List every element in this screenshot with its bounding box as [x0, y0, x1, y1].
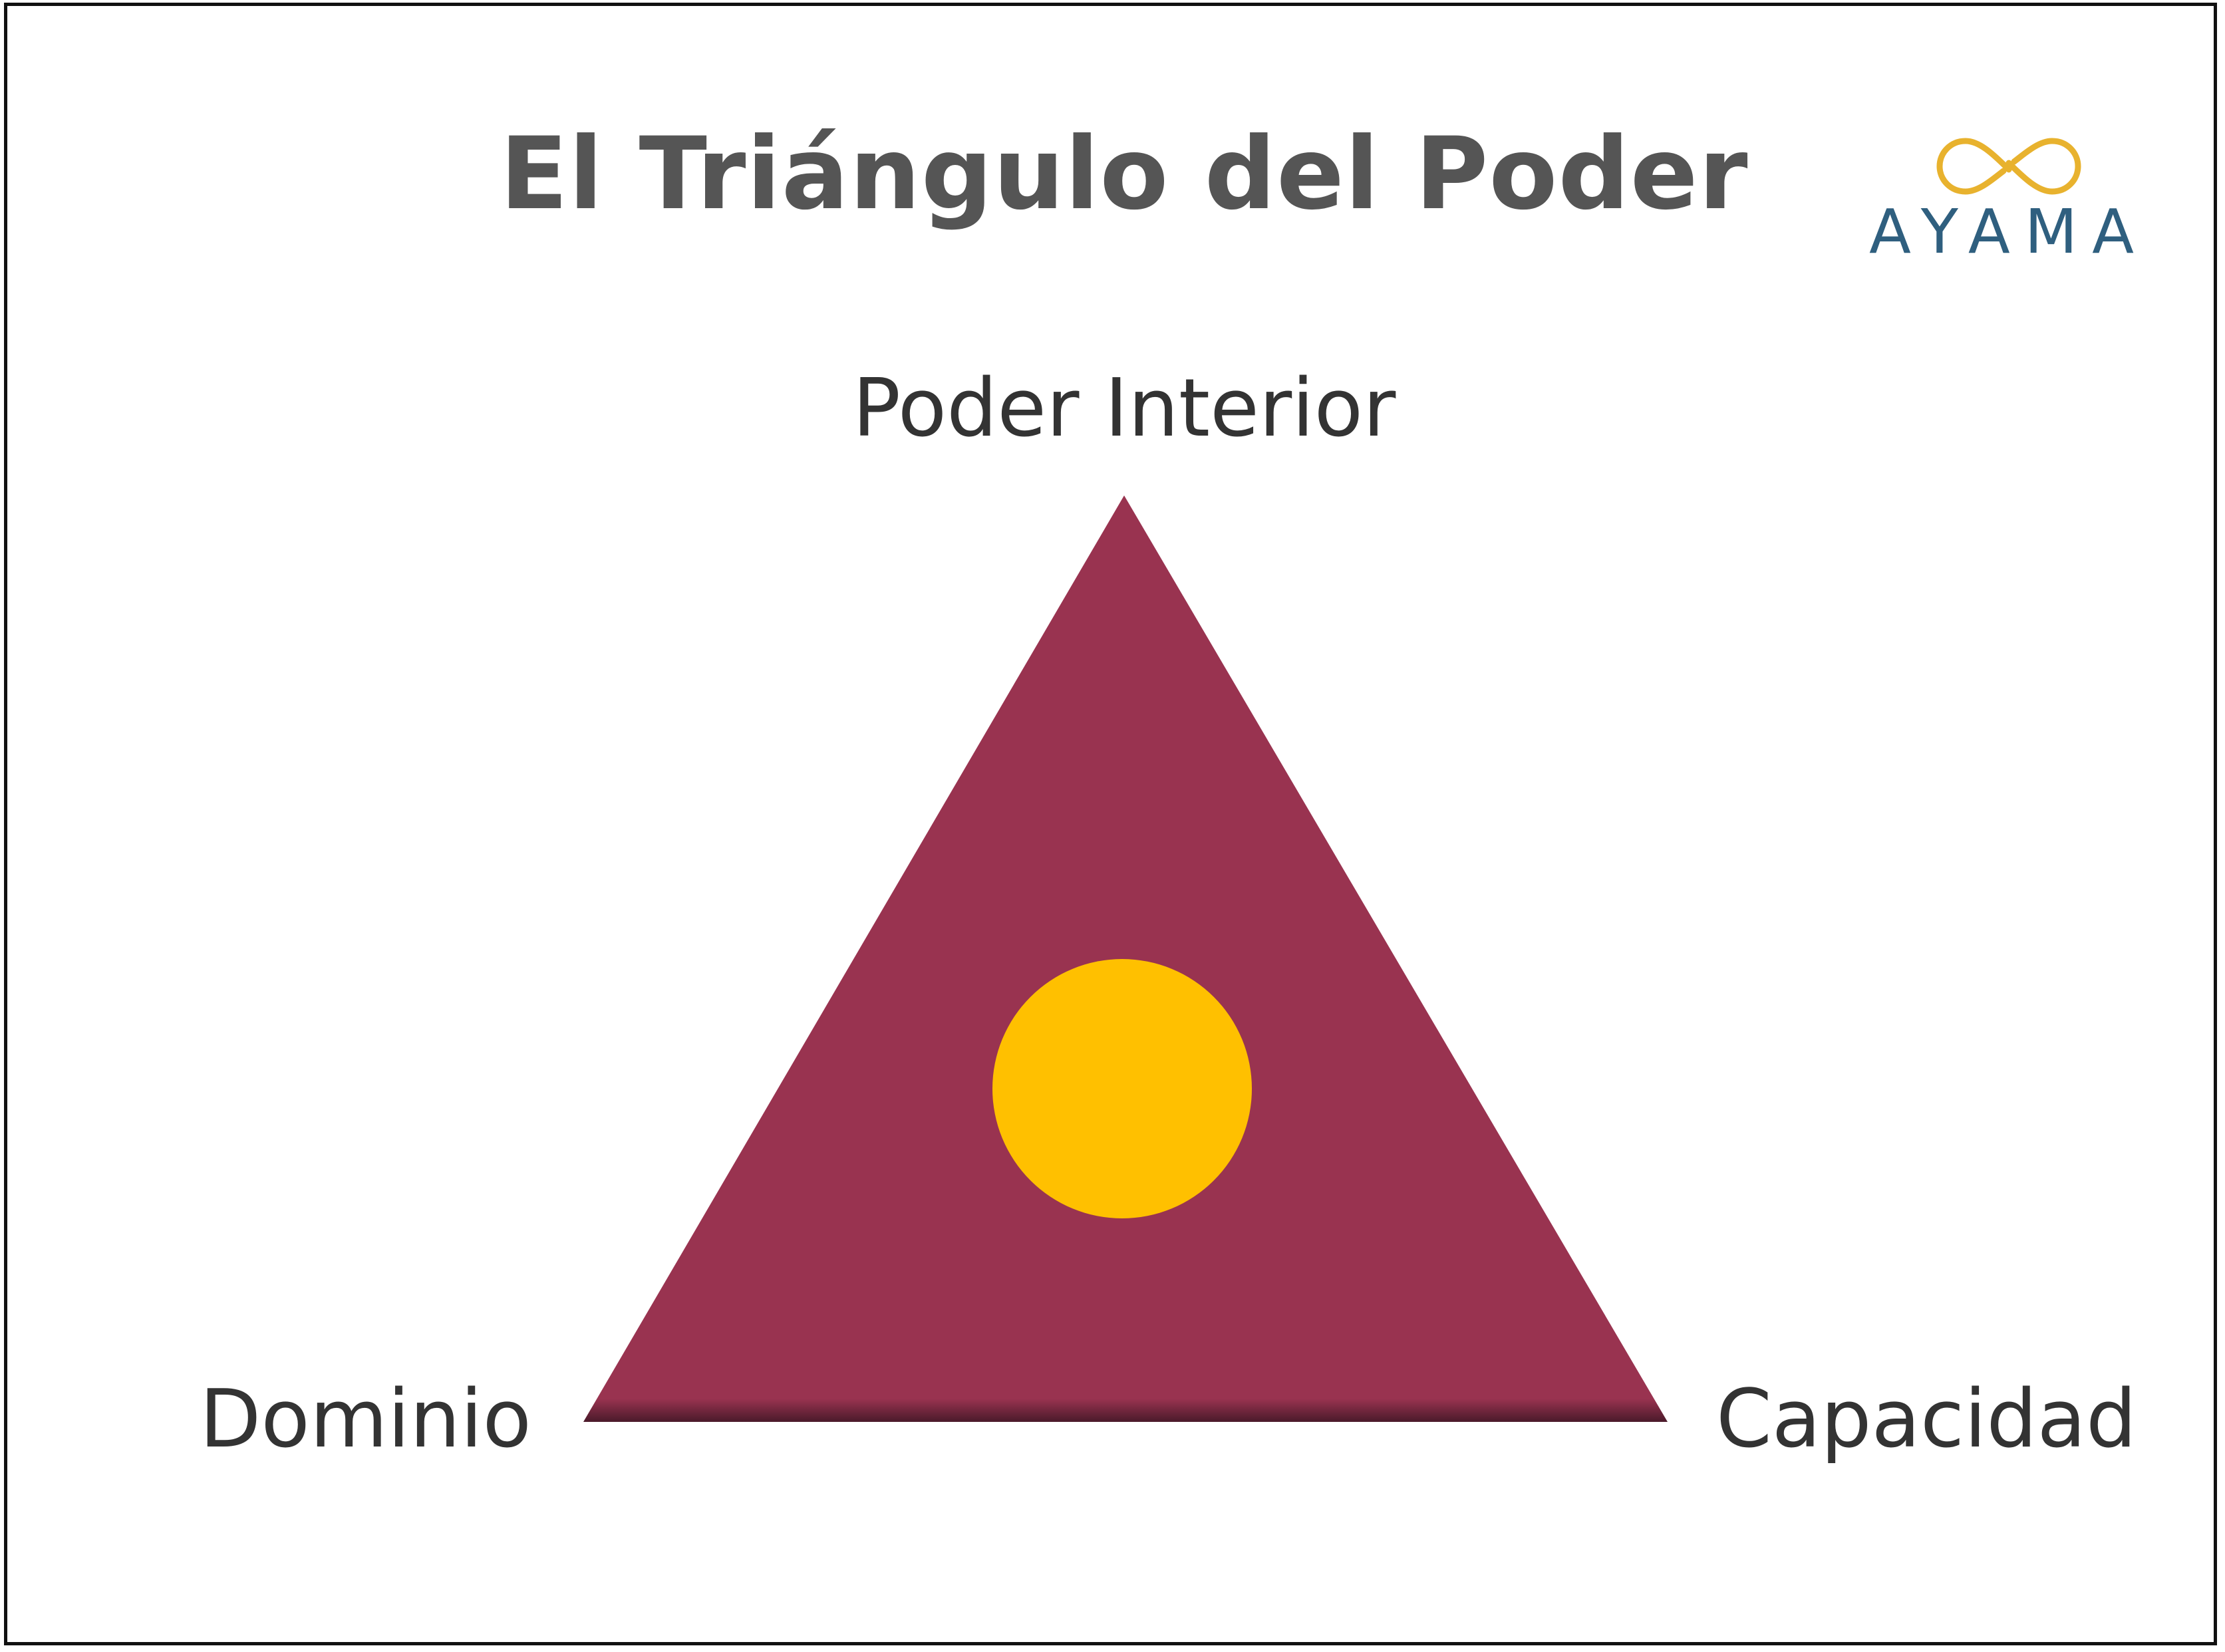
- logo: AYAMA: [1869, 133, 2149, 267]
- page-frame: [4, 3, 2217, 1645]
- page-title: El Triángulo del Poder: [500, 116, 1749, 232]
- vertex-label-top: Poder Interior: [852, 362, 1396, 455]
- power-triangle: [583, 495, 1668, 1422]
- vertex-label-left: Dominio: [200, 1373, 531, 1466]
- center-circle: [992, 959, 1252, 1218]
- infinity-icon: [1936, 138, 2081, 195]
- logo-text: AYAMA: [1869, 196, 2149, 267]
- vertex-label-right: Capacidad: [1716, 1373, 2137, 1466]
